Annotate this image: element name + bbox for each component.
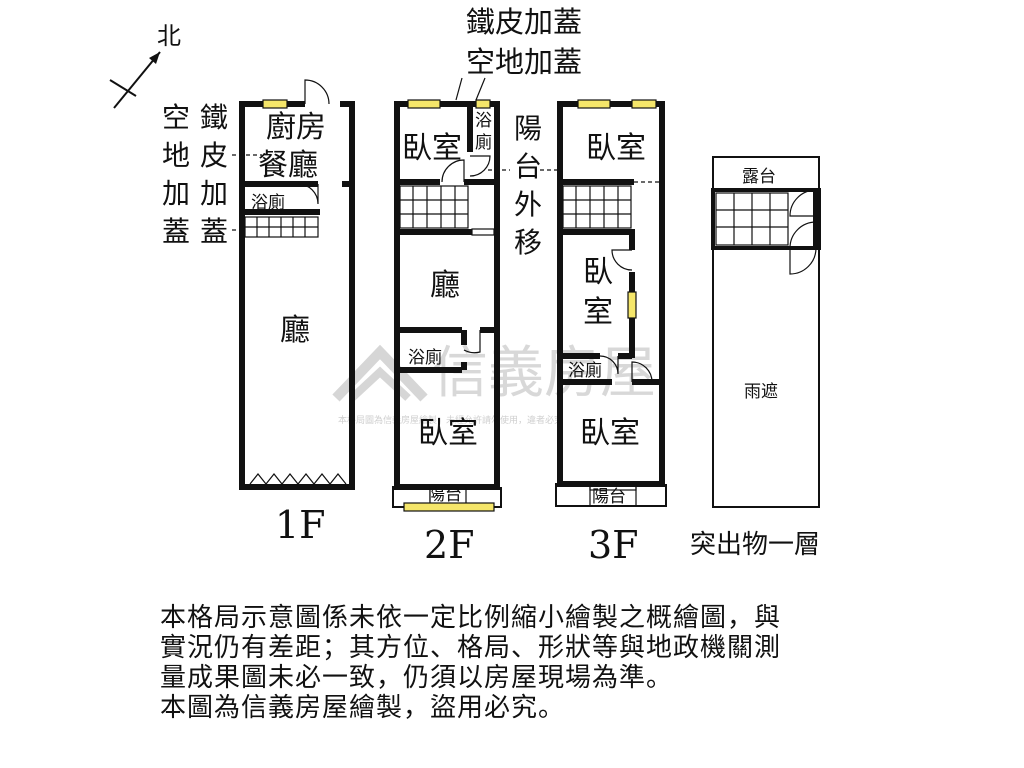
door-swing-icon: [304, 79, 330, 105]
room-bath-3f: 浴廁: [568, 360, 602, 381]
window-icon: [407, 99, 441, 109]
room-bath-2f: 浴廁: [408, 347, 442, 368]
window-icon: [627, 291, 637, 319]
roof-char-1: 鐵: [200, 101, 228, 134]
room-terrace: 露台: [742, 167, 776, 187]
open-space-char-4: 蓋: [162, 215, 190, 248]
disclaimer-text: 本格局示意圖係未依一定比例縮小繪製之概繪圖，與 實況仍有差距；其方位、格局、形狀…: [160, 603, 920, 723]
balcony-moved-char-3: 外: [514, 188, 542, 221]
open-space-vertical-label: 空 地 加 蓋: [162, 101, 190, 248]
roof-addition-label: 鐵皮加蓋: [466, 5, 582, 39]
stair-icon: [562, 185, 632, 229]
roof-char-3: 加: [200, 177, 228, 210]
window-icon: [631, 99, 657, 109]
room-bath-1f: 浴廁: [251, 192, 285, 213]
room-dining-1f: 餐廳: [258, 148, 318, 183]
balcony-moved-char-1: 陽: [514, 112, 542, 145]
roof-vertical-label: 鐵 皮 加 蓋: [200, 101, 228, 248]
door-swing-icon: [789, 189, 817, 217]
stair-icon: [715, 192, 789, 246]
room-bedroom-top-3f: 臥室: [586, 131, 646, 166]
north-arrow-icon: [109, 51, 161, 109]
roof-char-4: 蓋: [200, 215, 228, 248]
floor-label-1f: 1F: [275, 503, 326, 547]
floor-roof-plan: 露台 雨遮: [711, 156, 821, 508]
floor-label-2f: 2F: [424, 523, 475, 567]
window-icon: [262, 99, 288, 109]
stair-icon: [244, 216, 319, 238]
balcony-moved-char-4: 移: [514, 226, 542, 259]
room-living-2f: 廳: [430, 268, 460, 303]
window-icon: [577, 99, 611, 109]
roof-char-2: 皮: [200, 139, 228, 172]
open-space-char-2: 地: [162, 139, 190, 172]
folding-door-icon: [249, 473, 347, 485]
open-space-char-1: 空: [162, 101, 190, 134]
stair-icon: [399, 185, 469, 229]
room-bedroom-bottom-3f: 臥室: [580, 416, 640, 451]
room-bedroom-mid-3f-char-2: 室: [583, 295, 613, 330]
floor-label-3f: 3F: [588, 523, 639, 567]
balcony-moved-label: 陽 台 外 移: [514, 112, 542, 259]
room-living-1f: 廳: [280, 313, 310, 348]
floor-label-roof: 突出物一層: [690, 530, 820, 560]
window-icon: [475, 99, 491, 109]
disclaimer-line-3: 量成果圖未必一致，仍須以房屋現場為準。: [160, 663, 674, 693]
balcony-moved-char-2: 台: [514, 150, 542, 183]
disclaimer-line-2: 實況仍有差距；其方位、格局、形狀等與地政機關測: [160, 633, 782, 663]
open-space-addition-label: 空地加蓋: [466, 45, 582, 79]
north-label: 北: [157, 22, 181, 50]
room-bedroom-bottom-2f: 臥室: [418, 416, 478, 451]
room-canopy: 雨遮: [744, 382, 778, 402]
disclaimer-line-4: 本圖為信義房屋繪製，盜用必究。: [160, 693, 566, 723]
floor-2f-plan: 臥室 浴 廁 廳 浴廁 臥室 陽台: [392, 99, 502, 512]
room-bath-top-2f-char-1: 浴: [475, 111, 492, 131]
window-icon: [403, 502, 495, 512]
room-kitchen-1f: 廚房: [266, 110, 326, 145]
floor-3f-plan: 臥室 臥 室 浴廁 臥室 陽台: [555, 99, 667, 507]
room-bedroom-top-2f: 臥室: [402, 131, 462, 166]
floor-1f-plan: 廚房 餐廳 浴廁 廳: [239, 79, 355, 490]
room-bath-top-2f-char-2: 廁: [475, 132, 492, 153]
room-bedroom-mid-3f-char-1: 臥: [583, 255, 613, 290]
balcony-3f: 陽台: [592, 487, 626, 507]
balcony-2f: 陽台: [428, 485, 462, 505]
open-space-char-3: 加: [162, 177, 190, 210]
disclaimer-line-1: 本格局示意圖係未依一定比例縮小繪製之概繪圖，與: [160, 603, 782, 633]
